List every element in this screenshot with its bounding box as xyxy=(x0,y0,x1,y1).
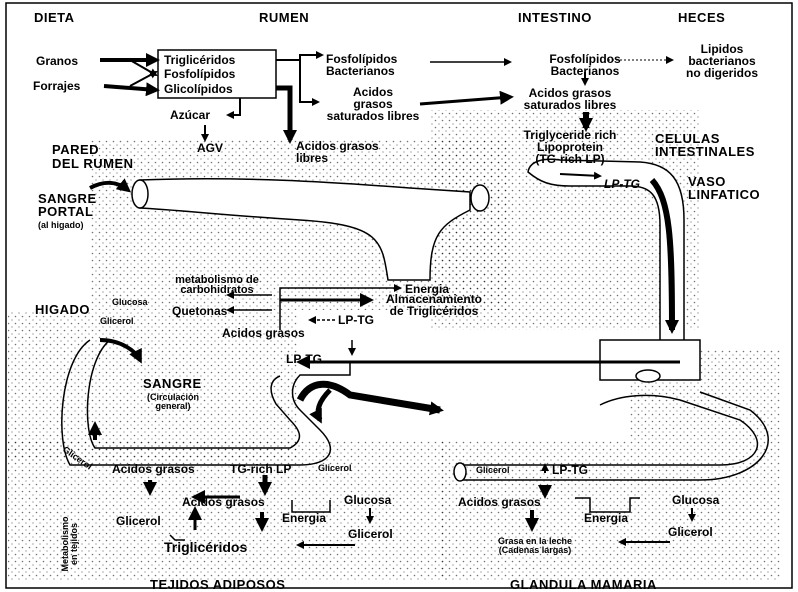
rumen-fosfolipidos: Fosfolípidos Bacterianos xyxy=(326,53,397,77)
label-vaso-linfatico: VASO LINFATICO xyxy=(688,175,760,201)
intestino-lp-tg: LP-TG xyxy=(604,178,640,190)
adipose-glicerol-left: Glicerol xyxy=(116,515,161,527)
box-acidos-arrow xyxy=(300,60,318,102)
acidos-intestino-arrow xyxy=(420,97,510,104)
label-glandula-mamaria: GLANDULA MAMARIA xyxy=(510,578,657,591)
adipose-glicerol-top: Glicerol xyxy=(318,464,352,473)
forrajes-arrow xyxy=(104,86,156,90)
label-pared-rumen: PARED DEL RUMEN xyxy=(52,143,134,170)
rumen-acidos-libres: Acidos grasos libres xyxy=(296,140,379,164)
intestino-fosfolipidos: Fosfolípidos Bacterianos xyxy=(540,53,630,77)
rumen-azucar: Azúcar xyxy=(170,109,210,121)
label-al-higado: (al higado) xyxy=(38,221,84,230)
mammary-grasa-leche: Grasa en la leche (Cadenas largas) xyxy=(470,537,600,555)
label-sangre: SANGRE xyxy=(143,377,202,390)
intestino-acidos-saturados: Acidos grasos saturados libres xyxy=(510,87,630,111)
adipose-glucosa: Glucosa xyxy=(344,494,391,506)
liver-glucosa: Glucosa xyxy=(112,298,148,307)
rumen-agv: AGV xyxy=(197,142,223,154)
header-intestino: INTESTINO xyxy=(518,11,592,24)
mammary-acidos: Acidos grasos xyxy=(458,496,541,508)
adipose-acidos: Acidos grasos xyxy=(182,496,265,508)
header-rumen: RUMEN xyxy=(259,11,309,24)
mammary-glucosa: Glucosa xyxy=(672,494,719,506)
mammary-energia: Energia xyxy=(584,512,628,524)
box-libres-arrow xyxy=(276,88,290,140)
box-fosfo-arrow xyxy=(276,55,322,60)
diet-box-item: Triglicéridos xyxy=(164,54,235,66)
adipose-trigliceridos: Triglicéridos xyxy=(164,540,247,554)
liver-quetonas: Quetonas xyxy=(172,305,227,317)
blood-to-adipose-arrow xyxy=(318,390,330,420)
adipose-tg-rich: TG-rich LP xyxy=(230,463,291,475)
liver-glicerol: Glicerol xyxy=(100,317,134,326)
heces-lipidos: Lipidos bacterianos no digeridos xyxy=(672,43,772,79)
mammary-region xyxy=(440,440,780,580)
adipose-energia: Energia xyxy=(282,512,326,524)
liver-almacenamiento: Almacenamiento de Triglicéridos xyxy=(374,293,494,317)
mammary-glicerol-top: Glicerol xyxy=(476,466,510,475)
diet-box-item: Fosfolípidos xyxy=(164,68,235,80)
liver-metabolismo: metabolismo de carbohidratos xyxy=(147,275,287,296)
label-tejidos-adiposos: TEJIDOS ADIPOSOS xyxy=(150,578,285,591)
blood-lp-tg: LP-TG xyxy=(286,353,322,365)
label-granos: Granos xyxy=(36,55,78,67)
label-celulas-intestinales: CELULAS INTESTINALES xyxy=(655,132,755,158)
liver-acidos-grasos: Acidos grasos xyxy=(222,327,305,339)
adipose-glicerol-right: Glicerol xyxy=(348,528,393,540)
header-heces: HECES xyxy=(678,11,725,24)
label-higado: HIGADO xyxy=(35,303,90,316)
label-forrajes: Forrajes xyxy=(33,80,80,92)
liver-lp-tg: LP-TG xyxy=(338,314,374,326)
forr-fosfo-arrow xyxy=(130,72,156,86)
mammary-lp-tg: LP-TG xyxy=(552,464,588,476)
rumen-acidos-saturados: Acidos grasos saturados libres xyxy=(318,86,428,122)
diet-box-item: Glicolípidos xyxy=(164,83,233,95)
intestino-trig-rich: Triglyceride rich Lipoprotein (TG-rich L… xyxy=(510,129,630,165)
header-dieta: DIETA xyxy=(34,11,75,24)
box-azucar-arrow xyxy=(228,98,240,115)
label-metabolismo-tejidos: Metabolismo en tejidos xyxy=(61,514,79,574)
mammary-glicerol: Glicerol xyxy=(668,526,713,538)
label-sangre-portal: SANGRE PORTAL xyxy=(38,192,97,218)
grains-fosfo-arrow xyxy=(130,60,156,75)
adipose-acidos-top: Acidos grasos xyxy=(112,463,195,475)
label-circulacion: (Circulación general) xyxy=(138,393,208,411)
